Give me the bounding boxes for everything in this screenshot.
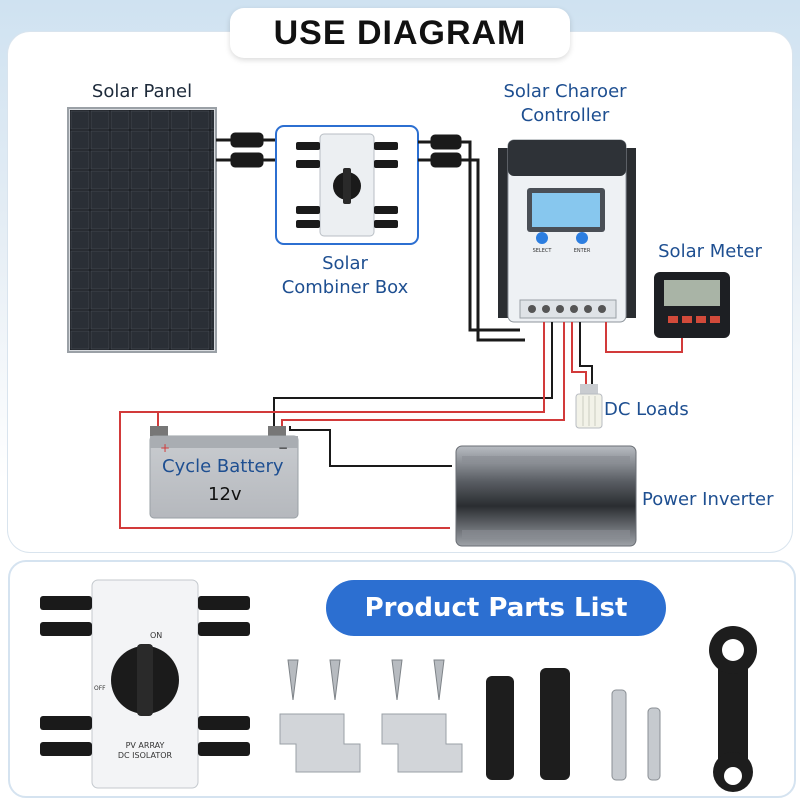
battery-positive-wire [119, 322, 545, 529]
controller-load-wire [281, 322, 565, 426]
battery-plus-sign: + [160, 441, 170, 455]
controller-enter-label: ENTER [574, 248, 591, 254]
controller-label-line2: Controller [520, 105, 610, 126]
dc-load-positive-wire [571, 322, 587, 384]
meter-wire [605, 322, 683, 353]
battery-label: Cycle Battery [162, 456, 284, 477]
charge-controller: SELECT ENTER [498, 139, 636, 323]
battery-minus-sign: − [278, 441, 288, 455]
isolator-off-label: OFF [94, 685, 106, 692]
dc-load-negative-wire [579, 322, 593, 384]
solar-panel [67, 107, 217, 353]
solar-panel-label: Solar Panel [91, 81, 193, 102]
isolator-text-line2: DC ISOLATOR [118, 751, 173, 760]
mc4-connectors [486, 668, 570, 780]
parts-list-banner: Product Parts List [326, 580, 666, 636]
dc-loads-label: DC Loads [604, 399, 689, 420]
panel-connectors [216, 132, 278, 168]
cycle-battery: + − [149, 426, 299, 519]
dc-isolator-product: ON OFF PV ARRAY DC ISOLATOR [40, 579, 250, 789]
title-banner: USE DIAGRAM [230, 8, 570, 58]
controller-select-label: SELECT [533, 248, 553, 254]
controller-connectors [418, 134, 525, 342]
solar-meter [654, 272, 730, 338]
dc-load-bulb [575, 384, 603, 429]
parts-list-title: Product Parts List [364, 593, 628, 623]
battery-negative-wire [273, 322, 553, 426]
mounting-brackets [279, 713, 463, 773]
screws [287, 659, 445, 701]
isolator-on-label: ON [150, 631, 162, 640]
combiner-label-line2: Combiner Box [281, 277, 409, 298]
inverter-negative-wire [289, 426, 452, 467]
controller-label-line1: Solar Charoer [503, 81, 627, 102]
page-title: USE DIAGRAM [273, 13, 527, 52]
battery-voltage: 12v [208, 484, 242, 505]
solar-meter-label: Solar Meter [658, 241, 762, 262]
power-inverter [455, 445, 637, 547]
inverter-label: Power Inverter [642, 489, 774, 510]
combiner-label-line1: Solar [322, 253, 368, 274]
connector-pins [611, 689, 661, 781]
isolator-text-line1: PV ARRAY [126, 741, 165, 750]
spanner-tool [709, 626, 757, 792]
combiner-box [296, 133, 398, 237]
